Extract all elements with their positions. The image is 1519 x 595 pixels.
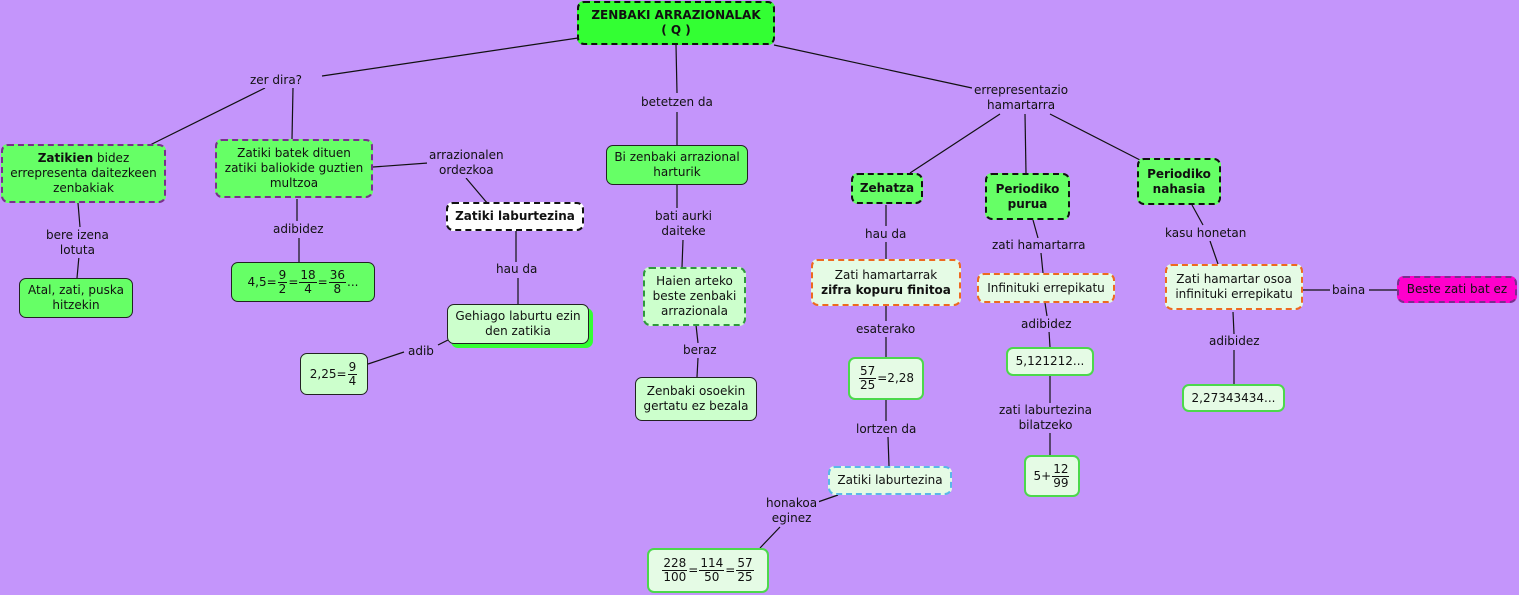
label-lortzen-da: lortzen da (854, 422, 919, 437)
label-bati-aurki: bati aurki daiteke (653, 209, 714, 239)
node-haien-arteko[interactable]: Haien arteko beste zenbaki arrazionala (643, 267, 746, 326)
node-zatiki-laburtezina[interactable]: Zatiki laburtezina (828, 466, 952, 495)
root-node[interactable]: ZENBAKI ARRAZIONALAK ( Q ) (577, 1, 775, 45)
label-errepresentazio: errepresentazio hamartarra (972, 83, 1071, 113)
root-title: ZENBAKI ARRAZIONALAK (591, 8, 761, 22)
label-bere-izena: bere izena lotuta (44, 228, 111, 258)
node-zatiki-laburtezina-bold[interactable]: Zatiki laburtezina (446, 202, 584, 231)
label-esaterako: esaterako (854, 322, 918, 337)
node-number-5-121212[interactable]: 5,121212... (1006, 347, 1094, 376)
label-zer-dira: zer dira? (248, 73, 305, 88)
label-zati-laburtezina-bilatzeko: zati laburtezina bilatzeko (997, 403, 1095, 433)
node-bi-zenbaki[interactable]: Bi zenbaki arrazional harturik (606, 145, 748, 185)
node-beste-zati[interactable]: Beste zati bat ez (1397, 276, 1517, 303)
label-honakoa-eginez: honakoa eginez (764, 496, 820, 526)
node-zenbaki-osoekin[interactable]: Zenbaki osoekin gertatu ez bezala (635, 377, 757, 421)
node-zatiki-baliokideak[interactable]: Zatiki batek dituen zatiki baliokide guz… (215, 139, 373, 198)
node-zati-hamartarrak-finitoa[interactable]: Zati hamartarrak zifra kopuru finitoa (811, 259, 961, 306)
label-hau-da-b: hau da (863, 227, 909, 242)
node-periodiko-nahasia[interactable]: Periodiko nahasia (1137, 158, 1221, 205)
node-zehatza[interactable]: Zehatza (851, 173, 923, 204)
label-beraz: beraz (681, 343, 719, 358)
node-gehiago-laburtu[interactable]: Gehiago laburtu ezin den zatikia (447, 304, 589, 344)
node-infinituki-errepikatu[interactable]: Infinituki errepikatu (977, 273, 1115, 303)
label-betetzen-da: betetzen da (639, 95, 715, 110)
node-atal-zati-puska[interactable]: Atal, zati, puska hitzekin (19, 278, 133, 318)
label-adibidez-c: adibidez (1207, 334, 1262, 349)
node-periodiko-purua[interactable]: Periodiko purua (985, 173, 1070, 220)
label-adibidez-b: adibidez (1019, 317, 1074, 332)
label-baina: baina (1330, 283, 1368, 298)
node-number-2-2734[interactable]: 2,27343434... (1182, 384, 1285, 412)
label-zati-hamartarra: zati hamartarra (990, 238, 1088, 253)
node-zatikien[interactable]: Zatikien bidez errepresenta daitezkeen z… (1, 144, 166, 203)
label-adib: adib (406, 344, 436, 359)
label-arrazionalen-ordezkoa: arrazionalen ordezkoa (427, 148, 506, 178)
label-hau-da-a: hau da (494, 262, 540, 277)
root-symbol: ( Q ) (661, 23, 691, 37)
label-kasu-honetan: kasu honetan (1163, 226, 1249, 241)
node-zati-hamartar-osoa[interactable]: Zati hamartar osoa infinituki errepikatu (1165, 264, 1303, 310)
label-adibidez-a: adibidez (271, 222, 326, 237)
